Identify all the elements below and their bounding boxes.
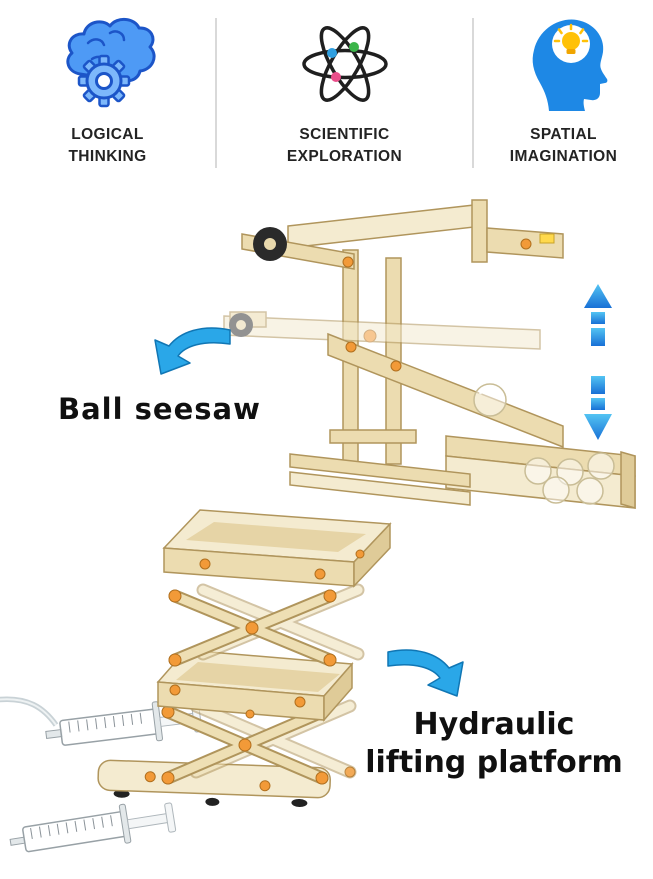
feature-label-line: THINKING: [68, 148, 147, 166]
ball-tray: [445, 435, 636, 509]
curved-arrow-left-icon: [154, 327, 231, 375]
lift-tray: [162, 509, 392, 588]
ramp: [327, 332, 564, 449]
feature-logical-thinking: LOGICAL THINKING: [0, 10, 215, 169]
feature-spatial-imagination: SPATIAL IMAGINATION: [474, 10, 653, 169]
brain-gear-icon: [56, 10, 160, 118]
seesaw-arm: [241, 227, 355, 270]
platform-base: [97, 759, 331, 807]
hydraulic-label-line2: lifting platform: [365, 744, 623, 780]
feature-label-logical: LOGICAL THINKING: [68, 124, 146, 169]
feature-strip: LOGICAL THINKING SCIENTIFIC: [0, 10, 653, 169]
feature-label-line: LOGICAL: [71, 126, 144, 143]
feature-label-scientific: SCIENTIFIC EXPLORATION: [287, 124, 402, 169]
seesaw-ghost-position: [223, 311, 541, 350]
up-arrow-icon: [584, 284, 612, 346]
air-tube-highlight: [0, 698, 57, 726]
feature-label-spatial: SPATIAL IMAGINATION: [510, 124, 617, 169]
head-lightbulb-icon: [514, 10, 614, 118]
hydraulic-platform-illustration: [0, 509, 464, 853]
hydraulic-platform-label: Hydraulic lifting platform: [335, 706, 653, 781]
down-arrow-icon: [584, 376, 612, 440]
ball-seesaw-illustration: [154, 199, 636, 509]
vertical-divider: [215, 18, 217, 168]
syringe-loose: [9, 802, 177, 853]
hydraulic-label-line1: Hydraulic: [413, 707, 575, 742]
feature-label-line: EXPLORATION: [286, 148, 403, 166]
curved-arrow-right-icon: [387, 649, 464, 697]
base: [289, 453, 471, 506]
feature-label-line: SPATIAL: [530, 126, 597, 143]
atom-icon: [295, 10, 395, 118]
vertical-divider: [472, 18, 474, 168]
top-rail: [287, 199, 564, 263]
ball-seesaw-label: Ball seesaw: [58, 392, 261, 426]
feature-label-line: IMAGINATION: [509, 148, 618, 166]
feature-scientific-exploration: SCIENTIFIC EXPLORATION: [217, 10, 472, 169]
middle-frame: [156, 649, 354, 722]
scissor-legs-upper: [168, 583, 365, 667]
feature-label-line: SCIENTIFIC: [299, 126, 390, 143]
